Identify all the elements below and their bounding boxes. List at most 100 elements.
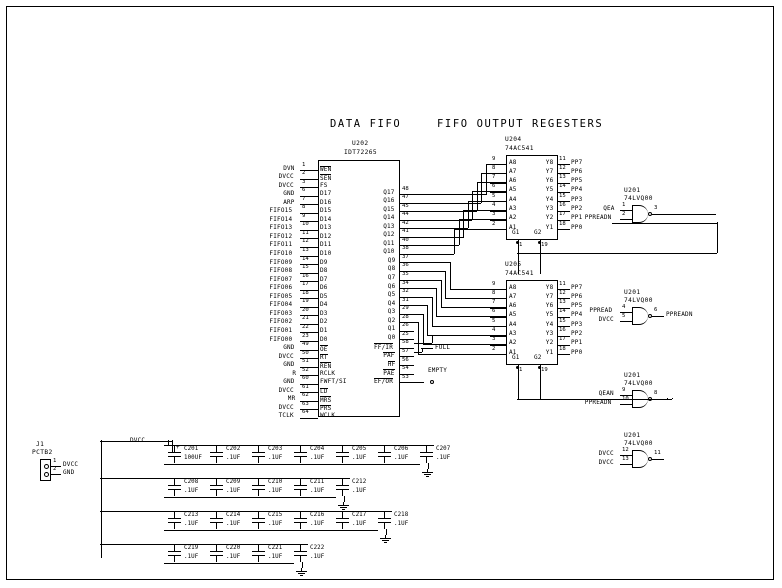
capacitor-c219[interactable] [168, 545, 181, 562]
capacitor-c202[interactable] [210, 446, 223, 463]
capacitor-c218[interactable] [378, 512, 391, 529]
u204-output-wire [558, 228, 570, 230]
nand-g2-in1-wire [620, 311, 632, 313]
bus-segment-h [436, 316, 490, 318]
bus-segment-h [414, 321, 418, 323]
cap-value: .1UF [352, 521, 367, 527]
nand-gate-g1[interactable] [632, 205, 654, 223]
u205-output-pin-name: Y5 [545, 311, 554, 319]
u205-output-net: PP1 [571, 339, 583, 347]
capacitor-c215[interactable] [252, 512, 265, 529]
bus-segment-v [436, 287, 437, 318]
u204-output-pin-number: 15 [559, 192, 566, 199]
u202-right-pin-number: 25 [402, 330, 409, 337]
capacitor-c203[interactable] [252, 446, 265, 463]
u205-input-pin-number: 2 [492, 345, 496, 352]
j1-symbol[interactable] [40, 459, 51, 481]
nand-g1-in2-net: PPREADN [584, 214, 612, 221]
capacitor-c212[interactable] [336, 479, 349, 496]
capacitor-c206[interactable] [378, 446, 391, 463]
u204-enable-bus [539, 252, 541, 274]
capacitor-c220[interactable] [210, 545, 223, 562]
nand-gate-g4[interactable] [632, 450, 654, 468]
cap-row-ground-wire [427, 463, 429, 469]
u205-output-net: PP6 [571, 292, 583, 300]
u202-right-pin-wire [400, 373, 414, 375]
u204-output-pin-name: Y2 [545, 214, 554, 222]
u202-symbol[interactable] [318, 160, 400, 417]
u204-output-pin-name: Y8 [545, 158, 554, 166]
cap-value: .1UF [310, 521, 325, 527]
u204-enable-pin-number: 1 [519, 242, 523, 248]
u202-right-pin-name: Q2 [387, 316, 396, 324]
capacitor-c207[interactable] [420, 446, 433, 463]
u202-left-pin-name: WCLK [320, 412, 336, 420]
u202-left-pin-wire [300, 306, 318, 308]
u205-output-pin-name: Y3 [545, 330, 554, 337]
u202-right-pin-number: 56 [402, 356, 409, 363]
cap-value: .1UF [394, 455, 409, 461]
u202-right-pin-name: Q3 [387, 308, 396, 316]
cap-refdes: C217 [352, 512, 367, 518]
capacitor-c209[interactable] [210, 479, 223, 496]
capacitor-c201[interactable] [168, 446, 181, 463]
capacitor-c214[interactable] [210, 512, 223, 529]
bus-stub [490, 325, 506, 327]
u204-output-pin-number: 13 [559, 174, 566, 181]
cap-value: .1UF [352, 455, 367, 461]
u202-left-pin-number: 18 [302, 289, 309, 296]
bus-segment-v [481, 172, 482, 204]
cap-value: .1UF [268, 488, 283, 494]
capacitor-c208[interactable] [168, 479, 181, 496]
bus-segment-v [485, 163, 487, 195]
u202-left-pin-net: FIFO04 [269, 301, 293, 309]
u202-right-pin-number: 47 [402, 194, 409, 201]
capacitor-c222[interactable] [294, 545, 307, 562]
cap-bank-rail [100, 445, 102, 545]
bus-segment-h [414, 236, 463, 238]
u205-symbol[interactable] [506, 280, 558, 365]
u202-left-pin-wire [300, 417, 318, 419]
cap-refdes: C205 [352, 446, 367, 452]
u202-left-pin-name: D11 [320, 241, 332, 249]
u205-input-pin-number: 3 [492, 336, 496, 343]
u204-symbol[interactable] [506, 155, 558, 240]
capacitor-c216[interactable] [294, 512, 307, 529]
gate1-out-route [652, 213, 716, 215]
u202-right-pin-name: EF/OR [374, 377, 394, 386]
u204-output-pin-number: 11 [559, 155, 566, 162]
capacitor-c211[interactable] [294, 479, 307, 496]
u202-left-pin-net: ARP [283, 198, 295, 206]
u204-input-wire [490, 210, 506, 212]
u202-left-pin-wire [300, 340, 318, 342]
capacitor-c205[interactable] [336, 446, 349, 463]
u204-output-pin-name: Y3 [545, 205, 554, 212]
cap-refdes: C203 [268, 446, 283, 452]
u202-left-pin-wire [300, 280, 318, 282]
u202-right-pin-wire [400, 355, 414, 357]
bus-segment-h [467, 200, 490, 202]
u202-right-pin-wire [400, 279, 414, 281]
bus-segment-h [414, 193, 486, 195]
capacitor-c217[interactable] [336, 512, 349, 529]
u202-left-pin-number: 15 [302, 264, 309, 271]
u205-output-pin-number: 15 [559, 317, 566, 324]
nand-gate-g2[interactable] [632, 307, 654, 325]
capacitor-c204[interactable] [294, 446, 307, 463]
u202-left-pin-number: 50 [302, 349, 309, 356]
capacitor-c210[interactable] [252, 479, 265, 496]
dvcc-rail-h [100, 440, 172, 442]
u202-left-pin-wire [300, 289, 318, 291]
u202-left-pin-net: FIFO14 [269, 215, 293, 223]
u204-output-pin-number: 12 [559, 164, 566, 171]
u202-left-pin-wire [300, 391, 318, 393]
capacitor-c221[interactable] [252, 545, 265, 562]
capacitor-c213[interactable] [168, 512, 181, 529]
u202-right-pin-wire [400, 287, 414, 289]
u204-output-pin-number: 14 [559, 183, 566, 190]
u202-left-pin-net: FIFO07 [269, 275, 293, 283]
u202-left-pin-name: D1 [320, 326, 328, 334]
u202-left-pin-wire [300, 400, 318, 402]
cap-refdes: C210 [268, 479, 283, 485]
u202-part: IDT72265 [344, 149, 378, 156]
